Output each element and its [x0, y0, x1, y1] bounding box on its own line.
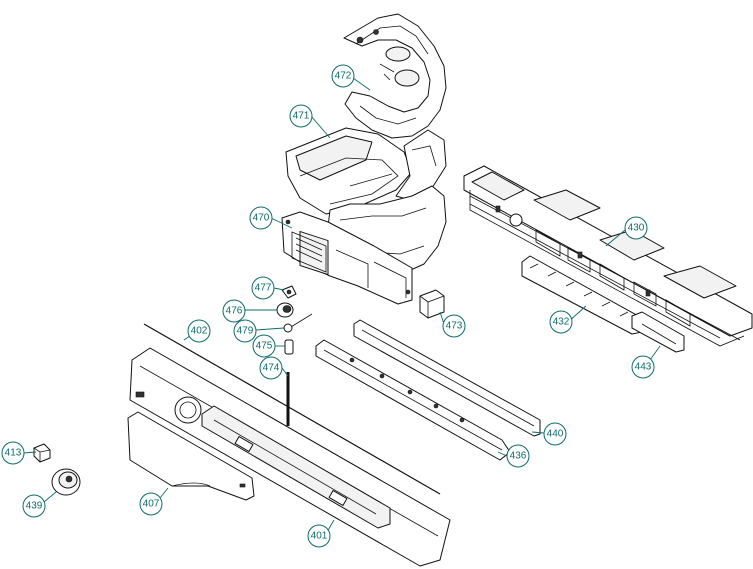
- callout-430: 430: [624, 216, 648, 240]
- callout-440: 440: [543, 422, 567, 446]
- part-407-panel-cover: [127, 411, 255, 501]
- callout-label: 471: [293, 111, 310, 122]
- callout-label: 401: [311, 531, 328, 542]
- callout-label: 432: [553, 317, 570, 328]
- callout-label: 470: [253, 213, 270, 224]
- part-471-drawer-tray: [285, 127, 447, 215]
- callout-label: 413: [5, 448, 22, 459]
- callout-477: 477: [251, 276, 275, 300]
- part-443-bracket: [631, 311, 685, 353]
- callout-401: 401: [307, 524, 331, 548]
- callout-label: 477: [255, 283, 272, 294]
- callout-474: 474: [259, 356, 283, 380]
- callout-443: 443: [631, 355, 655, 379]
- part-402-seal-strip: [143, 323, 441, 495]
- callout-label: 407: [143, 499, 160, 510]
- callout-439: 439: [22, 494, 46, 518]
- callout-label: 443: [635, 362, 652, 373]
- part-475-bushing: [284, 339, 294, 355]
- part-476-selector-knob: [276, 302, 294, 318]
- callout-label: 474: [263, 363, 280, 374]
- callout-label: 479: [237, 326, 254, 337]
- callout-407: 407: [139, 492, 163, 516]
- callout-476: 476: [222, 299, 246, 323]
- callout-473: 473: [442, 314, 466, 338]
- callout-label: 476: [226, 306, 243, 317]
- callout-470: 470: [249, 206, 273, 230]
- callout-432: 432: [549, 310, 573, 334]
- callout-label: 472: [335, 71, 352, 82]
- callout-471: 471: [289, 104, 313, 128]
- part-479-spring: [283, 313, 313, 333]
- part-473-box: [419, 289, 445, 319]
- callout-label: 430: [628, 223, 645, 234]
- part-430-control-board: [463, 165, 753, 347]
- callout-479: 479: [233, 319, 257, 343]
- part-413-switch: [33, 443, 51, 463]
- callout-label: 475: [256, 341, 273, 352]
- callout-label: 473: [446, 321, 463, 332]
- callout-label: 440: [547, 429, 564, 440]
- callout-label: 436: [510, 451, 527, 462]
- callout-413: 413: [1, 441, 25, 465]
- callout-label: 439: [26, 501, 43, 512]
- part-439-knob: [51, 468, 81, 496]
- callout-402: 402: [187, 319, 211, 343]
- part-440-light-strip: [353, 319, 541, 437]
- part-401-front-panel: [129, 347, 451, 567]
- part-472-housing-top: [343, 13, 447, 139]
- callouts: 472 471 470 430 477 476 479 475: [1, 64, 655, 548]
- callout-label: 402: [191, 326, 208, 337]
- part-477-clip: [281, 285, 297, 299]
- callout-475: 475: [252, 334, 276, 358]
- part-470-dispenser-frame: [281, 211, 413, 305]
- callout-472: 472: [331, 64, 355, 88]
- callout-436: 436: [506, 444, 530, 468]
